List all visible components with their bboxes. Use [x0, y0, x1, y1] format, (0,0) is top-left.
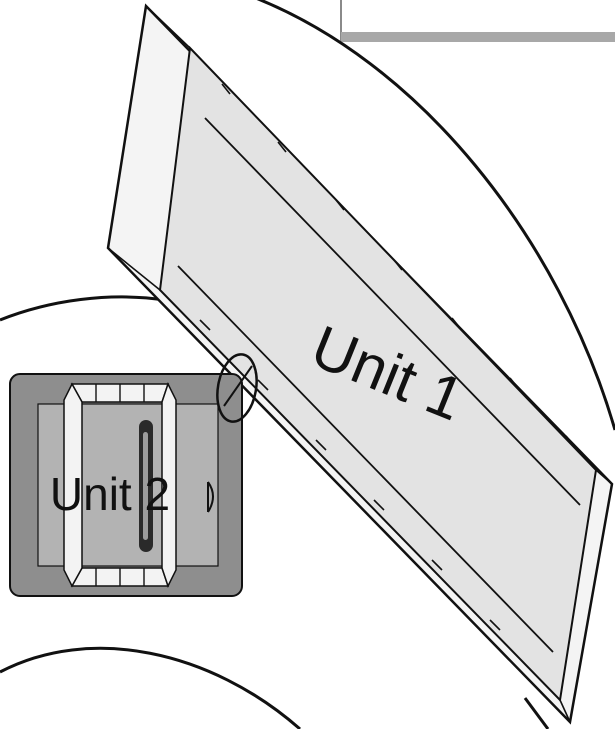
unit-1-ticks-bottom — [199, 319, 501, 631]
unit-2-indicator-icon — [207, 481, 214, 513]
reference-box-shadow — [341, 32, 615, 42]
unit-1: Unit 1 — [106, 3, 614, 725]
unit-2: Unit 2 — [9, 373, 243, 597]
unit-1-ticks-top — [221, 83, 575, 447]
reference-box — [340, 0, 615, 42]
unit-1-rail-bottom — [177, 265, 554, 653]
sweep-arc-left — [0, 295, 166, 322]
unit-1-bevel-br — [559, 699, 571, 723]
unit-2-frame-right — [161, 382, 177, 588]
connection-point-cross — [223, 365, 253, 407]
connection-point-marker — [216, 353, 258, 423]
unit-2-slot-highlight — [143, 432, 148, 540]
unit-1-bevel-tr — [595, 469, 613, 485]
unit-2-label: Unit 2 — [50, 468, 170, 520]
unit-2-frame-left — [63, 382, 83, 588]
sweep-arc-right — [256, 0, 615, 431]
unit-1-bevel-tl — [145, 5, 191, 49]
edge-stroke-bottom — [523, 697, 550, 730]
unit-1-bevel-bl — [107, 247, 161, 291]
unit-2-frame-ticks — [95, 384, 145, 586]
sweep-arc-bottom — [0, 646, 301, 731]
unit-1-rail-top — [204, 117, 581, 506]
